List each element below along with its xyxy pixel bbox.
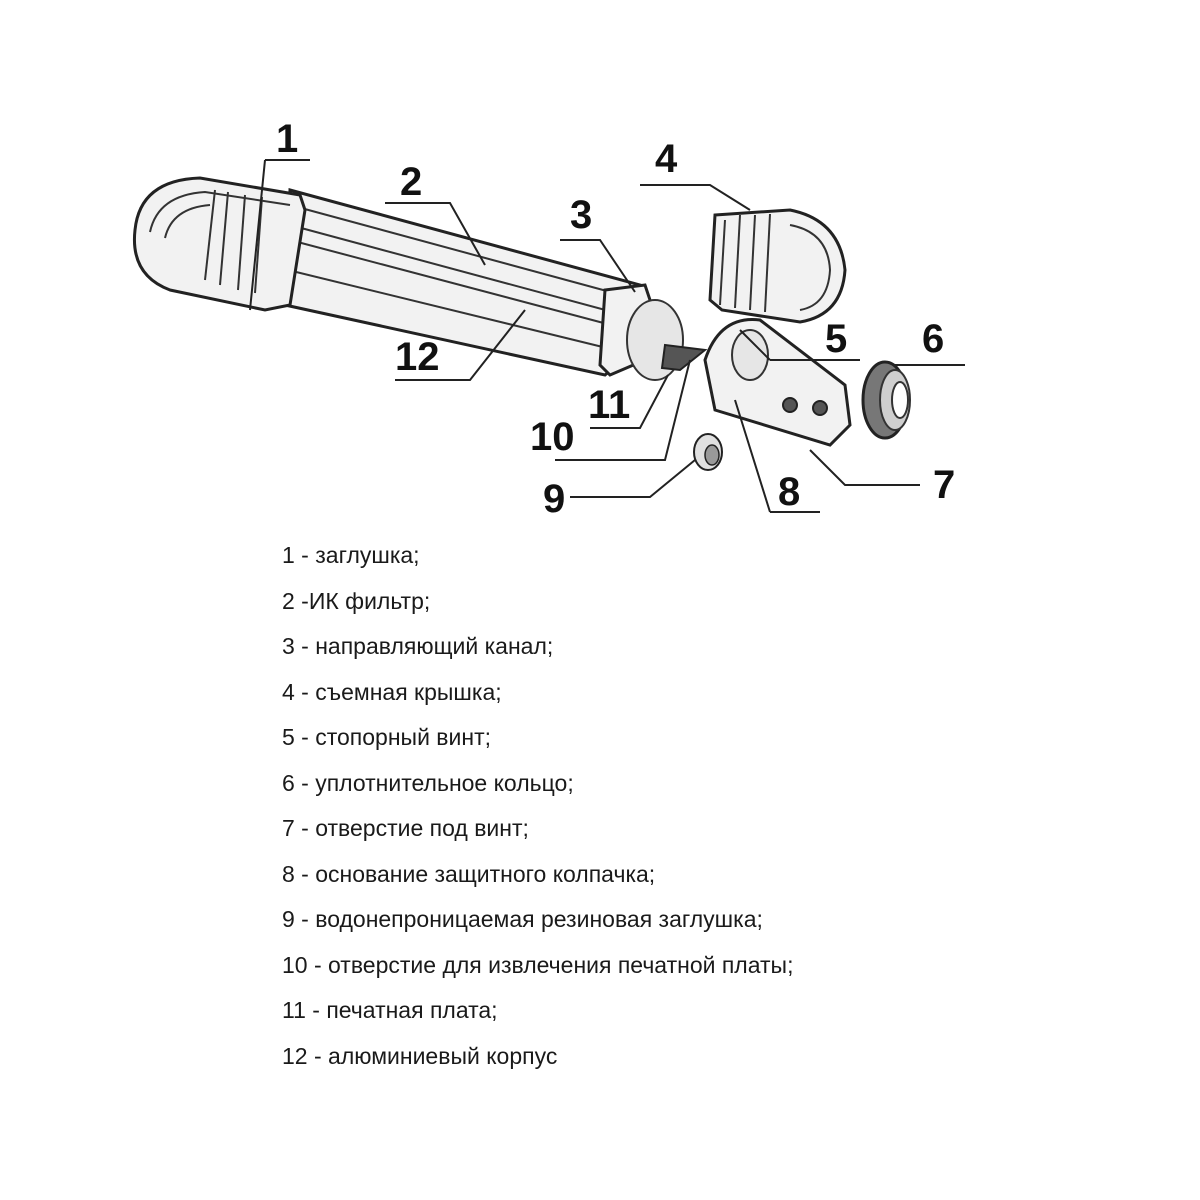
callout-5: 5 — [825, 317, 847, 361]
end-cap — [132, 176, 307, 312]
callout-11: 11 — [588, 383, 630, 427]
legend-item: 5 - стопорный винт; — [282, 724, 491, 750]
legend-item: 4 - съемная крышка; — [282, 678, 502, 705]
callout-8: 8 — [778, 470, 800, 514]
callout-4: 4 — [655, 137, 678, 181]
parts-legend: 1 - заглушка; 2 -ИК фильтр; 3 - направля… — [282, 533, 1082, 1079]
callout-9: 9 — [543, 477, 565, 521]
callout-7: 7 — [933, 463, 955, 507]
callout-2: 2 — [400, 160, 422, 204]
legend-item: 7 - отверстие под винт; — [282, 815, 529, 841]
removable-cover — [708, 208, 847, 324]
legend-item: 2 -ИК фильтр; — [282, 587, 431, 614]
exploded-view-diagram: 1 2 3 4 5 6 7 8 9 10 11 12 — [132, 117, 965, 521]
legend-item: 6 - уплотнительное кольцо; — [282, 769, 574, 796]
legend-item: 11 - печатная плата; — [282, 997, 498, 1023]
guide-channel — [598, 283, 708, 381]
legend-item: 1 - заглушка; — [282, 542, 420, 568]
rubber-plug — [693, 433, 723, 471]
aluminium-body — [283, 188, 642, 377]
callout-3: 3 — [570, 193, 592, 237]
legend-item: 3 - направляющий канал; — [282, 633, 554, 659]
legend-item: 10 - отверстие для извлечения печатной п… — [282, 951, 794, 978]
callout-6: 6 — [922, 317, 944, 361]
callout-1: 1 — [276, 117, 298, 161]
legend-item: 12 - алюминиевый корпус — [282, 1042, 558, 1069]
seal-ring — [861, 360, 911, 440]
callout-10: 10 — [530, 415, 575, 459]
protective-cap-base — [703, 318, 852, 447]
legend-item: 8 - основание защитного колпачка; — [282, 860, 656, 887]
leader-lines — [249, 159, 965, 513]
legend-item: 9 - водонепроницаемая резиновая заглушка… — [282, 906, 763, 932]
callout-12: 12 — [395, 335, 440, 379]
